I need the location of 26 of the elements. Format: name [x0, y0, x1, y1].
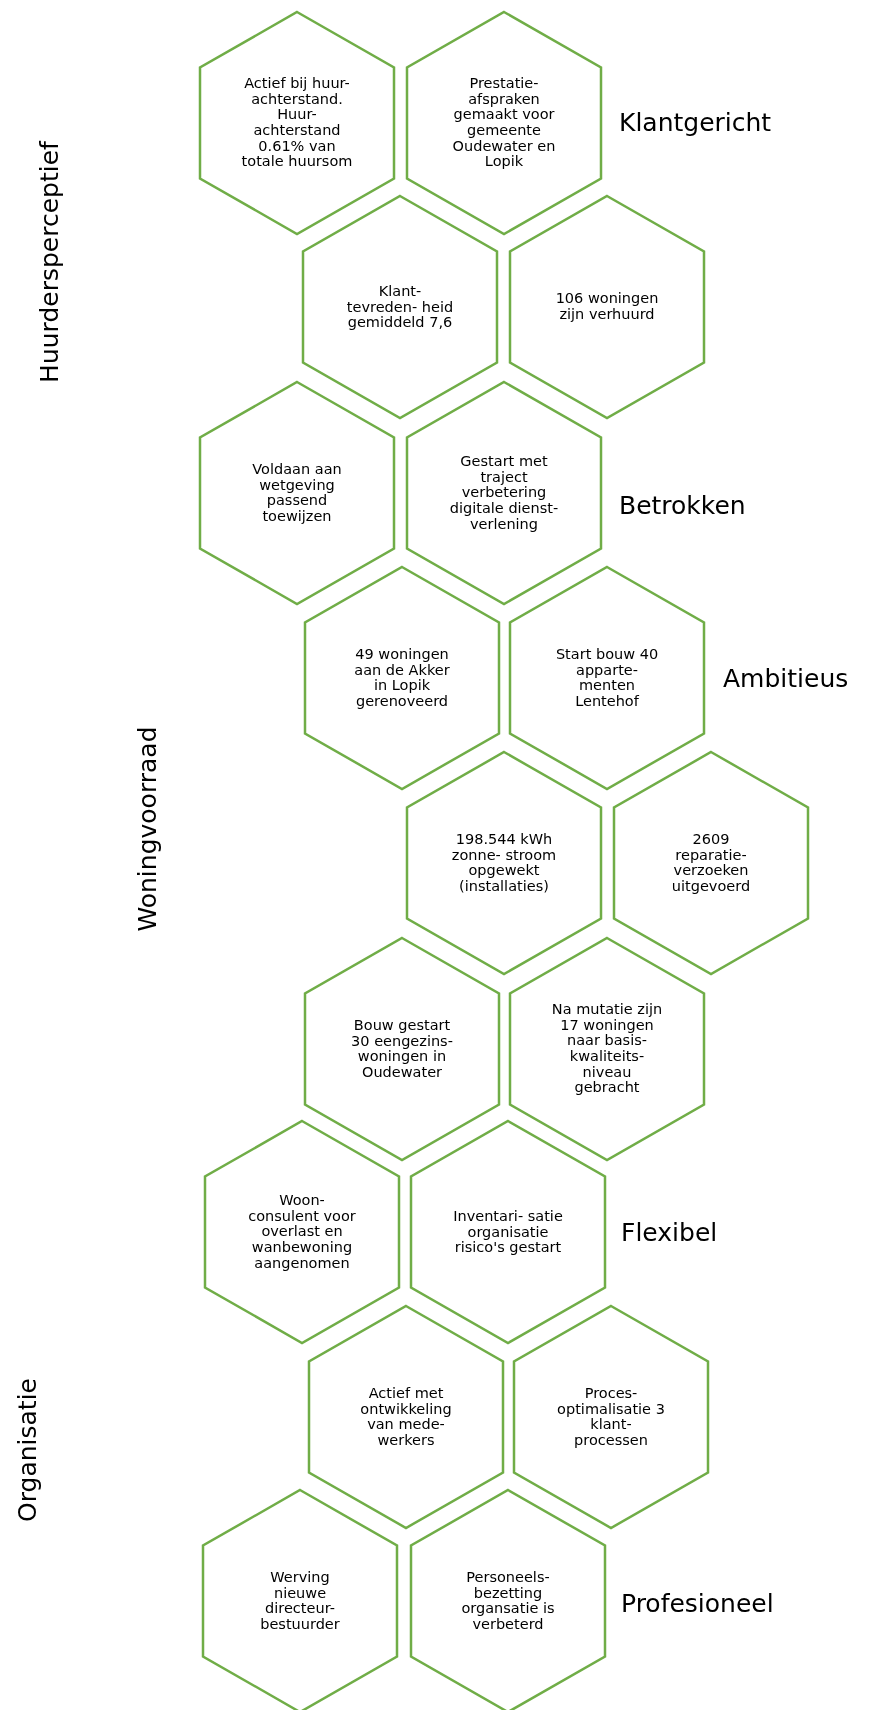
value-label: Klantgericht: [619, 107, 772, 137]
hexagon-text: Bouw gestart 30 eengezins- woningen in Oudewater: [350, 1017, 454, 1081]
hexagon-text: 49 woningen aan de Akker in Lopik gerenoveerd: [353, 646, 451, 710]
perspective-label: Organisatie: [12, 1378, 42, 1522]
perspective-label: Woningvoorraad: [132, 726, 162, 932]
value-label: Profesioneel: [621, 1588, 774, 1618]
value-label: Ambitieus: [723, 663, 849, 693]
hexagon-text: Inventari- satie organisatie risico's gestart: [452, 1208, 564, 1256]
value-label: Betrokken: [619, 490, 746, 520]
hexagon-text: Werving nieuwe directeur- bestuurder: [259, 1569, 341, 1633]
hexagon-text: Actief bij huur- achterstand. Huur- achterstand 0.61% van totale huursom: [241, 76, 353, 170]
hexagon-text: 106 woningen zijn verhuurd: [554, 291, 660, 323]
hexagon-text: 2609 reparatie- verzoeken uitgevoerd: [670, 831, 752, 895]
hexagon-text: Gestart met traject verbetering digitale dienst- verlening: [448, 453, 560, 533]
hexagon-text: Actief met ontwikkeling van mede- werkers: [359, 1385, 453, 1449]
hexagon-text: Klant- tevreden- heid gemiddeld 7,6: [345, 283, 455, 331]
hexagon-text: Woon- consulent voor overlast en wanbewoning aangenomen: [247, 1192, 357, 1272]
hexagon-text: Start bouw 40 apparte- menten Lentehof: [554, 646, 660, 710]
hexagon-text: Prestatie- afspraken gemaakt voor gemeente Oudewater en Lopik: [451, 76, 557, 170]
hexagon-text: Voldaan aan wetgeving passend toewijzen: [251, 461, 343, 525]
hexagon-text: Proces- optimalisatie 3 klant- processen: [556, 1385, 666, 1449]
hexagon-text: Na mutatie zijn 17 woningen naar basis- kwaliteits- niveau gebracht: [551, 1002, 663, 1096]
hexagon-text: 198.544 kWh zonne- stroom opgewekt (installaties): [450, 831, 558, 895]
perspective-label: Huurdersperceptief: [34, 141, 64, 383]
hexagon-text: Personeels- bezetting organsatie is verbeterd: [460, 1569, 556, 1633]
value-label: Flexibel: [621, 1217, 718, 1247]
